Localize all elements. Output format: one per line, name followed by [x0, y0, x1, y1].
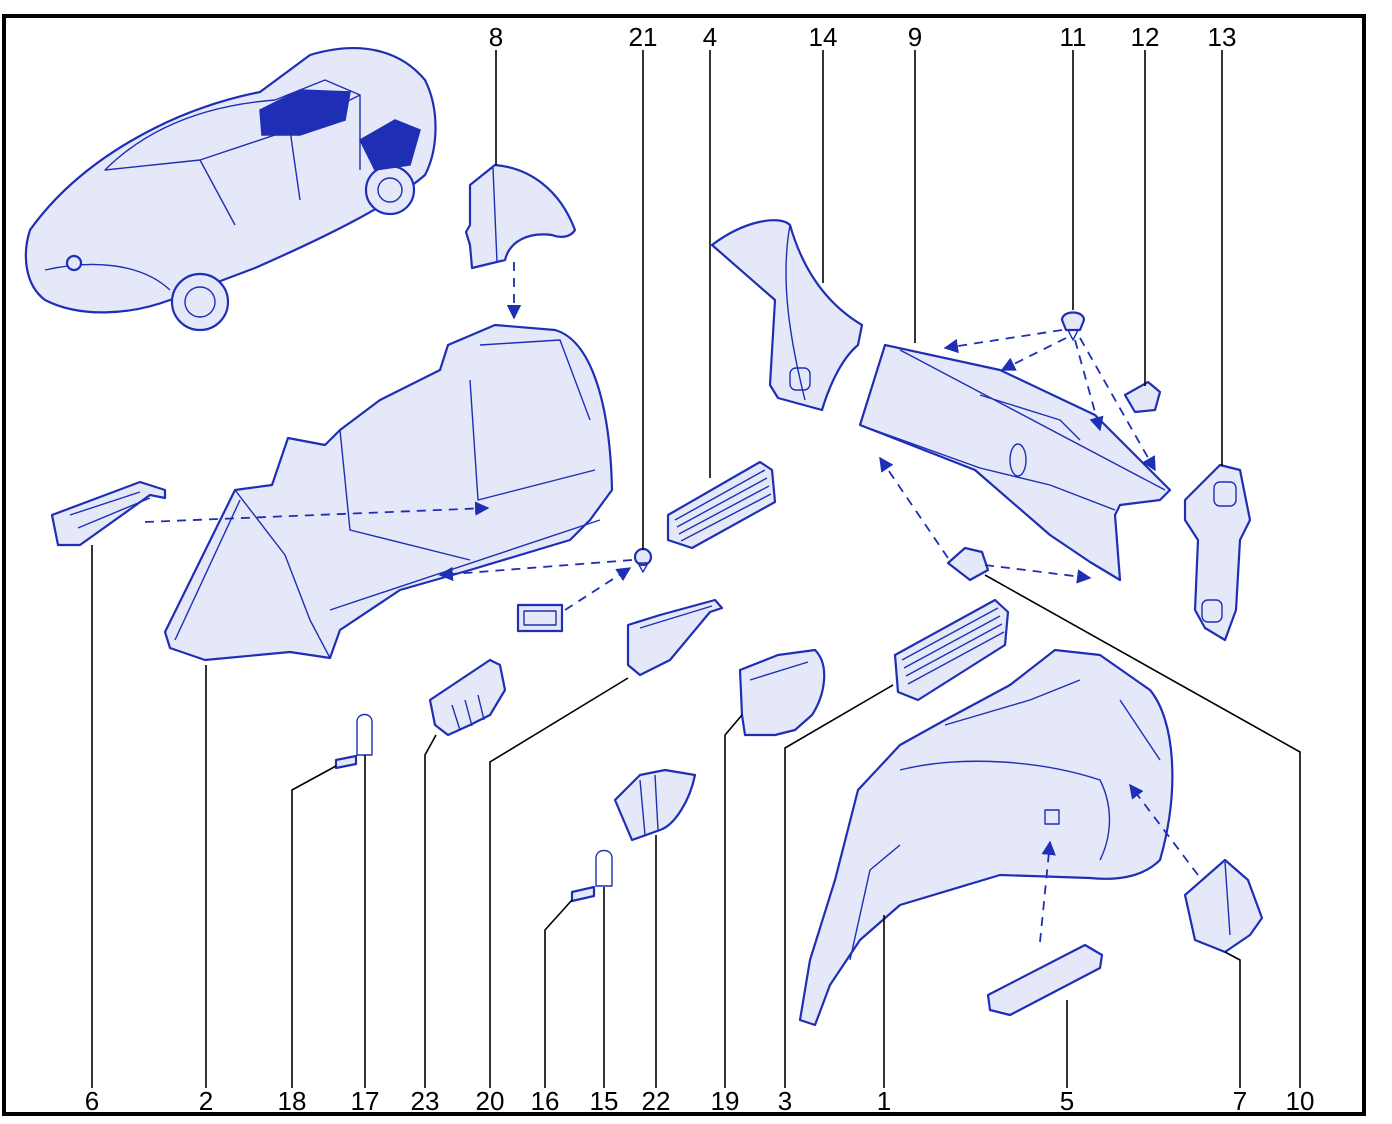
callout-22: 22 [642, 1086, 671, 1116]
callout-3: 3 [778, 1086, 792, 1116]
part-1-right-trunk-side-panel [798, 648, 1174, 1027]
part-23-bracket [428, 658, 507, 737]
callout-1: 1 [877, 1086, 891, 1116]
callout-5: 5 [1060, 1086, 1074, 1116]
callout-21: 21 [629, 22, 658, 52]
diagram-frame [2, 14, 1366, 1116]
callout-17: 17 [351, 1086, 380, 1116]
callout-16: 16 [531, 1086, 560, 1116]
part-3-vent-grille [893, 598, 1010, 702]
callout-14: 14 [809, 22, 838, 52]
part-6-trim-strip [50, 480, 167, 547]
part-2-left-trunk-side-panel [163, 323, 614, 662]
part-12-retainer [1123, 380, 1162, 414]
callout-20: 20 [476, 1086, 505, 1116]
assembly-arrows [144, 262, 1199, 943]
part-19-cover [738, 648, 826, 737]
callout-8: 8 [489, 22, 503, 52]
callout-15: 15 [590, 1086, 619, 1116]
callout-6: 6 [85, 1086, 99, 1116]
part-8-trim-cover [464, 163, 577, 270]
part-10-clip [946, 546, 990, 582]
callout-leader-lines [91, 50, 1301, 1088]
top-callout-numbers: 8 21 4 14 9 11 12 13 [489, 22, 1237, 52]
car-overview-illustration [24, 47, 437, 332]
part-13-pillar-trim [1183, 463, 1252, 642]
callout-19: 19 [711, 1086, 740, 1116]
part-7-cover [1183, 858, 1264, 954]
part-14-pillar-trim [710, 219, 864, 412]
part-4-vent-grille [666, 460, 777, 550]
callout-9: 9 [908, 22, 922, 52]
part-22-bracket [613, 768, 697, 842]
callout-12: 12 [1131, 22, 1160, 52]
callout-10: 10 [1286, 1086, 1315, 1116]
callout-23: 23 [411, 1086, 440, 1116]
callout-7: 7 [1233, 1086, 1247, 1116]
callout-18: 18 [278, 1086, 307, 1116]
seal-pad [516, 603, 564, 633]
part-15-ring-and-16-bolt [570, 849, 613, 903]
part-21-clip [633, 547, 653, 573]
part-17-ring-and-18-bolt [334, 713, 373, 770]
part-11-push-clip [1060, 311, 1086, 341]
callout-13: 13 [1208, 22, 1237, 52]
part-5-trim-strip [986, 943, 1104, 1017]
callout-2: 2 [199, 1086, 213, 1116]
bottom-callout-numbers: 6 2 18 17 23 20 16 15 22 19 3 1 5 7 10 [85, 1086, 1315, 1116]
callout-11: 11 [1060, 22, 1087, 52]
part-20-cover [626, 598, 724, 677]
callout-4: 4 [703, 22, 717, 52]
part-9-rear-panel [858, 343, 1172, 582]
